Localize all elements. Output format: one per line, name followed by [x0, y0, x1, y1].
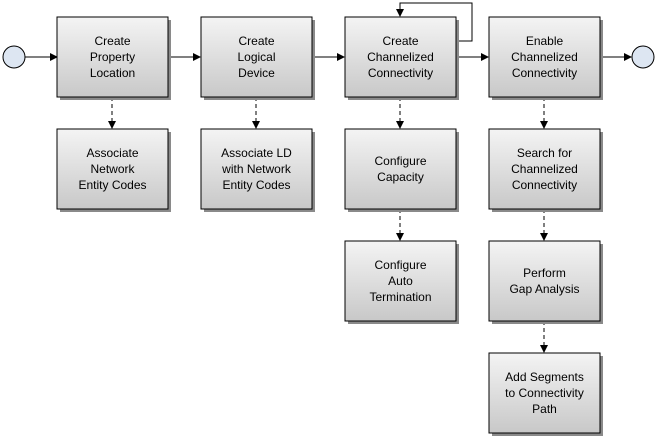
box-label-line: Associate [86, 146, 138, 160]
box-label-line: Network [90, 162, 135, 176]
box-label-line: Capacity [377, 170, 424, 184]
box-label-line: Add Segments [505, 370, 584, 384]
box-label-line: Perform [523, 266, 566, 280]
box-label-line: Entity Codes [222, 178, 290, 192]
box-label-line: Configure [374, 258, 426, 272]
box-label-line: Create [94, 34, 130, 48]
box-label-line: with Network [221, 162, 292, 176]
box-label-line: Create [382, 34, 418, 48]
box-label-line: Configure [374, 154, 426, 168]
box-label-line: Channelized [511, 162, 578, 176]
box-shape [200, 16, 313, 98]
box-shape [344, 128, 457, 210]
process-boxes: CreatePropertyLocationCreateLogicalDevic… [56, 16, 603, 436]
box-shape [344, 240, 457, 322]
box-shape [344, 16, 457, 98]
box-label-line: Location [90, 66, 135, 80]
box-label-line: Path [532, 402, 557, 416]
box-label-line: Logical [237, 50, 275, 64]
box-label-line: Channelized [367, 50, 434, 64]
box-shape [56, 128, 169, 210]
box-label-line: Connectivity [512, 178, 577, 192]
dependency-connectors [108, 97, 548, 353]
box-label-line: Associate LD [221, 146, 292, 160]
box-shape [488, 16, 601, 98]
flow-connectors [25, 2, 632, 61]
loop-back-connector [396, 2, 473, 42]
box-shape [488, 240, 601, 322]
end-event [631, 45, 655, 69]
box-label-line: Connectivity [368, 66, 433, 80]
box-label-line: Connectivity [512, 66, 577, 80]
box-label-line: Auto [388, 274, 413, 288]
box-label-line: Channelized [511, 50, 578, 64]
box-label-line: Device [238, 66, 275, 80]
start-event [2, 45, 26, 69]
box-label-line: Search for [517, 146, 572, 160]
box-label-line: Termination [369, 290, 431, 304]
box-label-line: Enable [526, 34, 564, 48]
box-label-line: Property [90, 50, 135, 64]
box-shape [488, 128, 601, 210]
box-label-line: Entity Codes [78, 178, 146, 192]
box-shape [488, 352, 601, 434]
box-label-line: to Connectivity [505, 386, 584, 400]
box-shape [56, 16, 169, 98]
box-shape [200, 128, 313, 210]
box-label-line: Create [238, 34, 274, 48]
box-label-line: Gap Analysis [509, 282, 579, 296]
